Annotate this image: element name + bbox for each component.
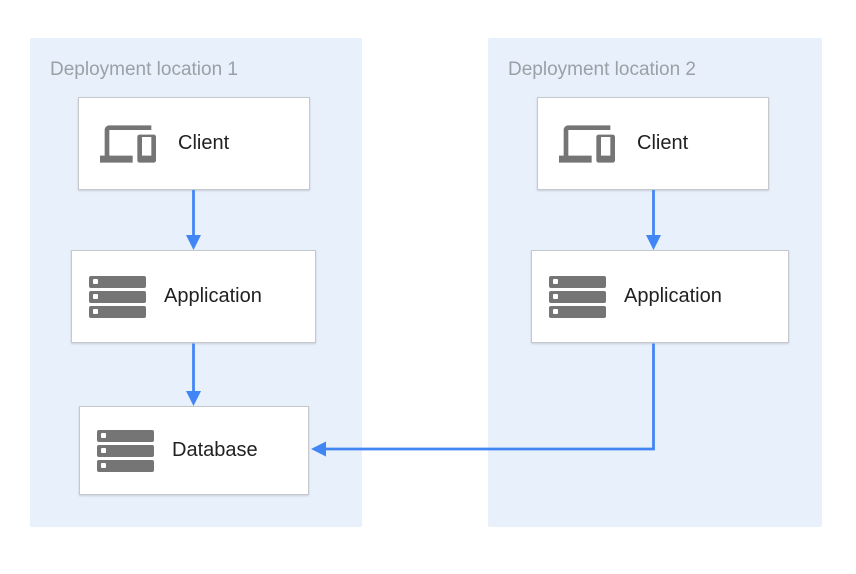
server-bar xyxy=(89,275,146,288)
server-bar xyxy=(549,305,606,318)
server-bar xyxy=(89,305,146,318)
devices-icon xyxy=(96,116,160,172)
node-label: Client xyxy=(637,132,689,154)
node-label: Application xyxy=(624,285,722,307)
server-bar xyxy=(97,444,154,457)
node-application-location1: Application xyxy=(71,250,316,343)
node-application-location2: Application xyxy=(531,250,789,343)
server-bar xyxy=(549,290,606,303)
server-bar xyxy=(549,275,606,288)
node-client-location1: Client xyxy=(78,97,310,190)
node-label: Application xyxy=(164,285,262,307)
server-bar xyxy=(89,290,146,303)
node-label: Database xyxy=(172,439,258,461)
panel-title: Deployment location 2 xyxy=(508,59,696,80)
server-bar xyxy=(97,459,154,472)
panel-title: Deployment location 1 xyxy=(50,59,238,80)
server-stack-icon xyxy=(97,429,154,472)
node-client-location2: Client xyxy=(537,97,769,190)
server-stack-icon xyxy=(549,275,606,318)
node-database-location1: Database xyxy=(79,406,309,495)
server-stack-icon xyxy=(89,275,146,318)
devices-icon xyxy=(555,116,619,172)
server-bar xyxy=(97,429,154,442)
node-label: Client xyxy=(178,132,230,154)
